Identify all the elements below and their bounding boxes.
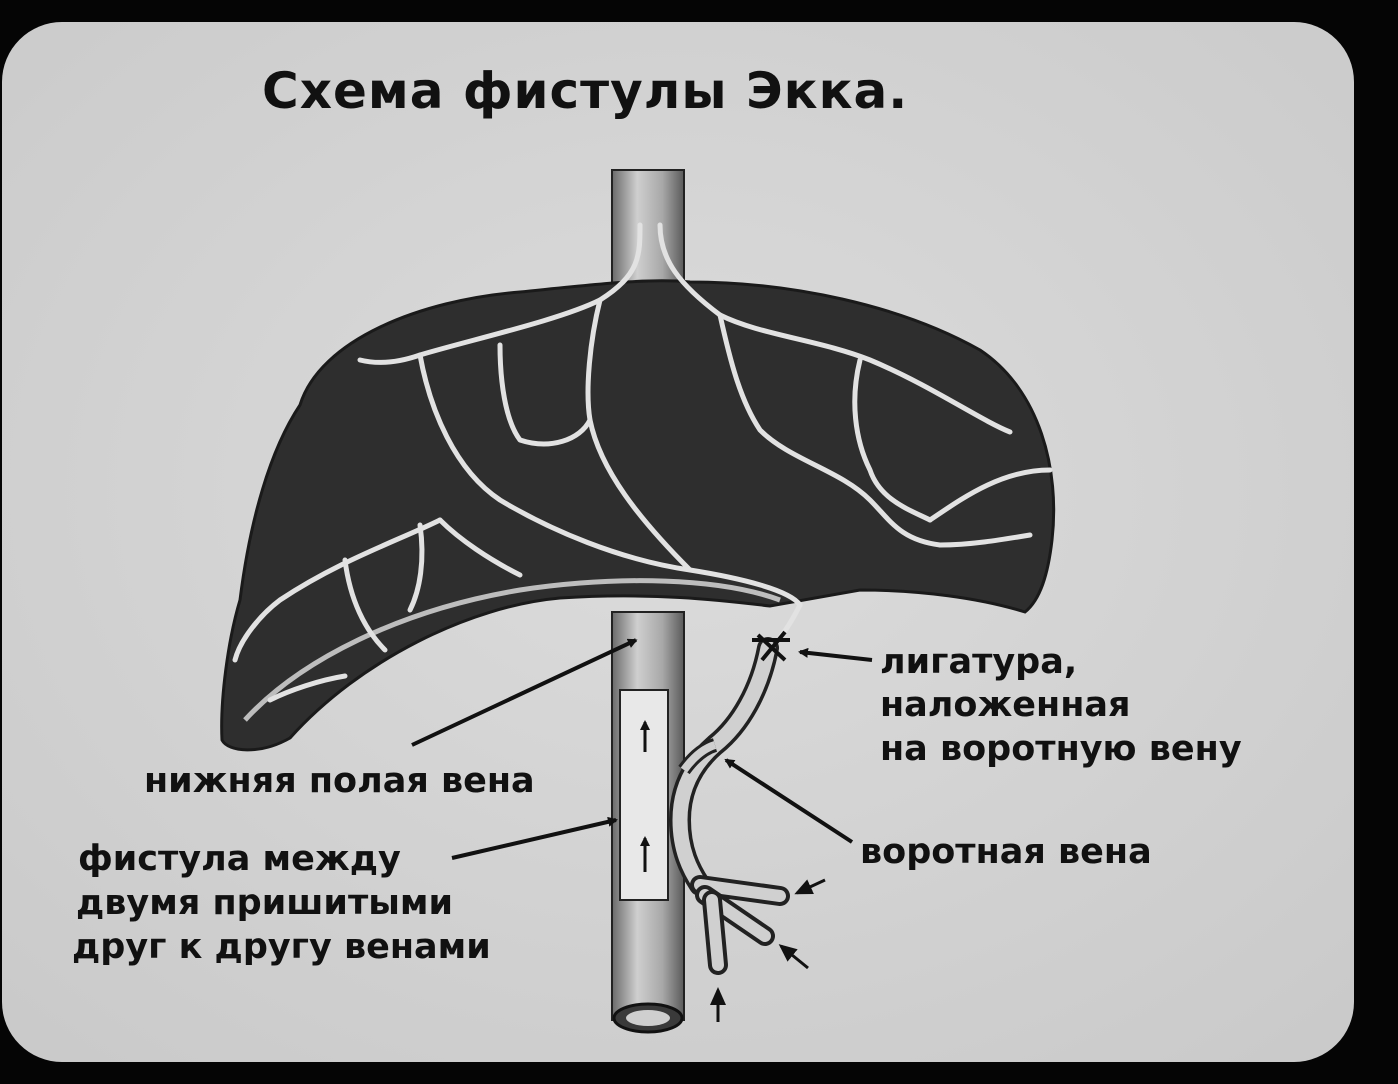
portal-vein [668, 630, 790, 975]
label-ligature: лигатура, наложенная на воротную вену [880, 642, 1242, 769]
label-fistula: фистула между двумя пришитыми друг к дру… [72, 839, 491, 967]
leader-ligature [798, 647, 873, 662]
label-fistula-line-2: двумя пришитыми [76, 883, 453, 923]
label-portal-vein: воротная вена [860, 832, 1152, 872]
label-ligature-line-2: наложенная [880, 685, 1131, 725]
label-ligature-line-1: лигатура, [880, 642, 1077, 682]
leader-fistula [451, 816, 618, 860]
leader-lines [411, 638, 873, 860]
label-ivc: нижняя полая вена [144, 761, 535, 801]
flow-arrows-portal [710, 878, 826, 1022]
label-fistula-line-1: фистула между [78, 839, 401, 879]
label-ligature-line-3: на воротную вену [880, 729, 1242, 769]
leader-portal-vein [724, 758, 854, 844]
label-fistula-line-3: друг к другу венами [72, 927, 491, 967]
diagram-title: Схема фистулы Экка. [262, 62, 908, 120]
hepatic-vessels [232, 222, 1053, 703]
leader-ivc [411, 638, 638, 747]
